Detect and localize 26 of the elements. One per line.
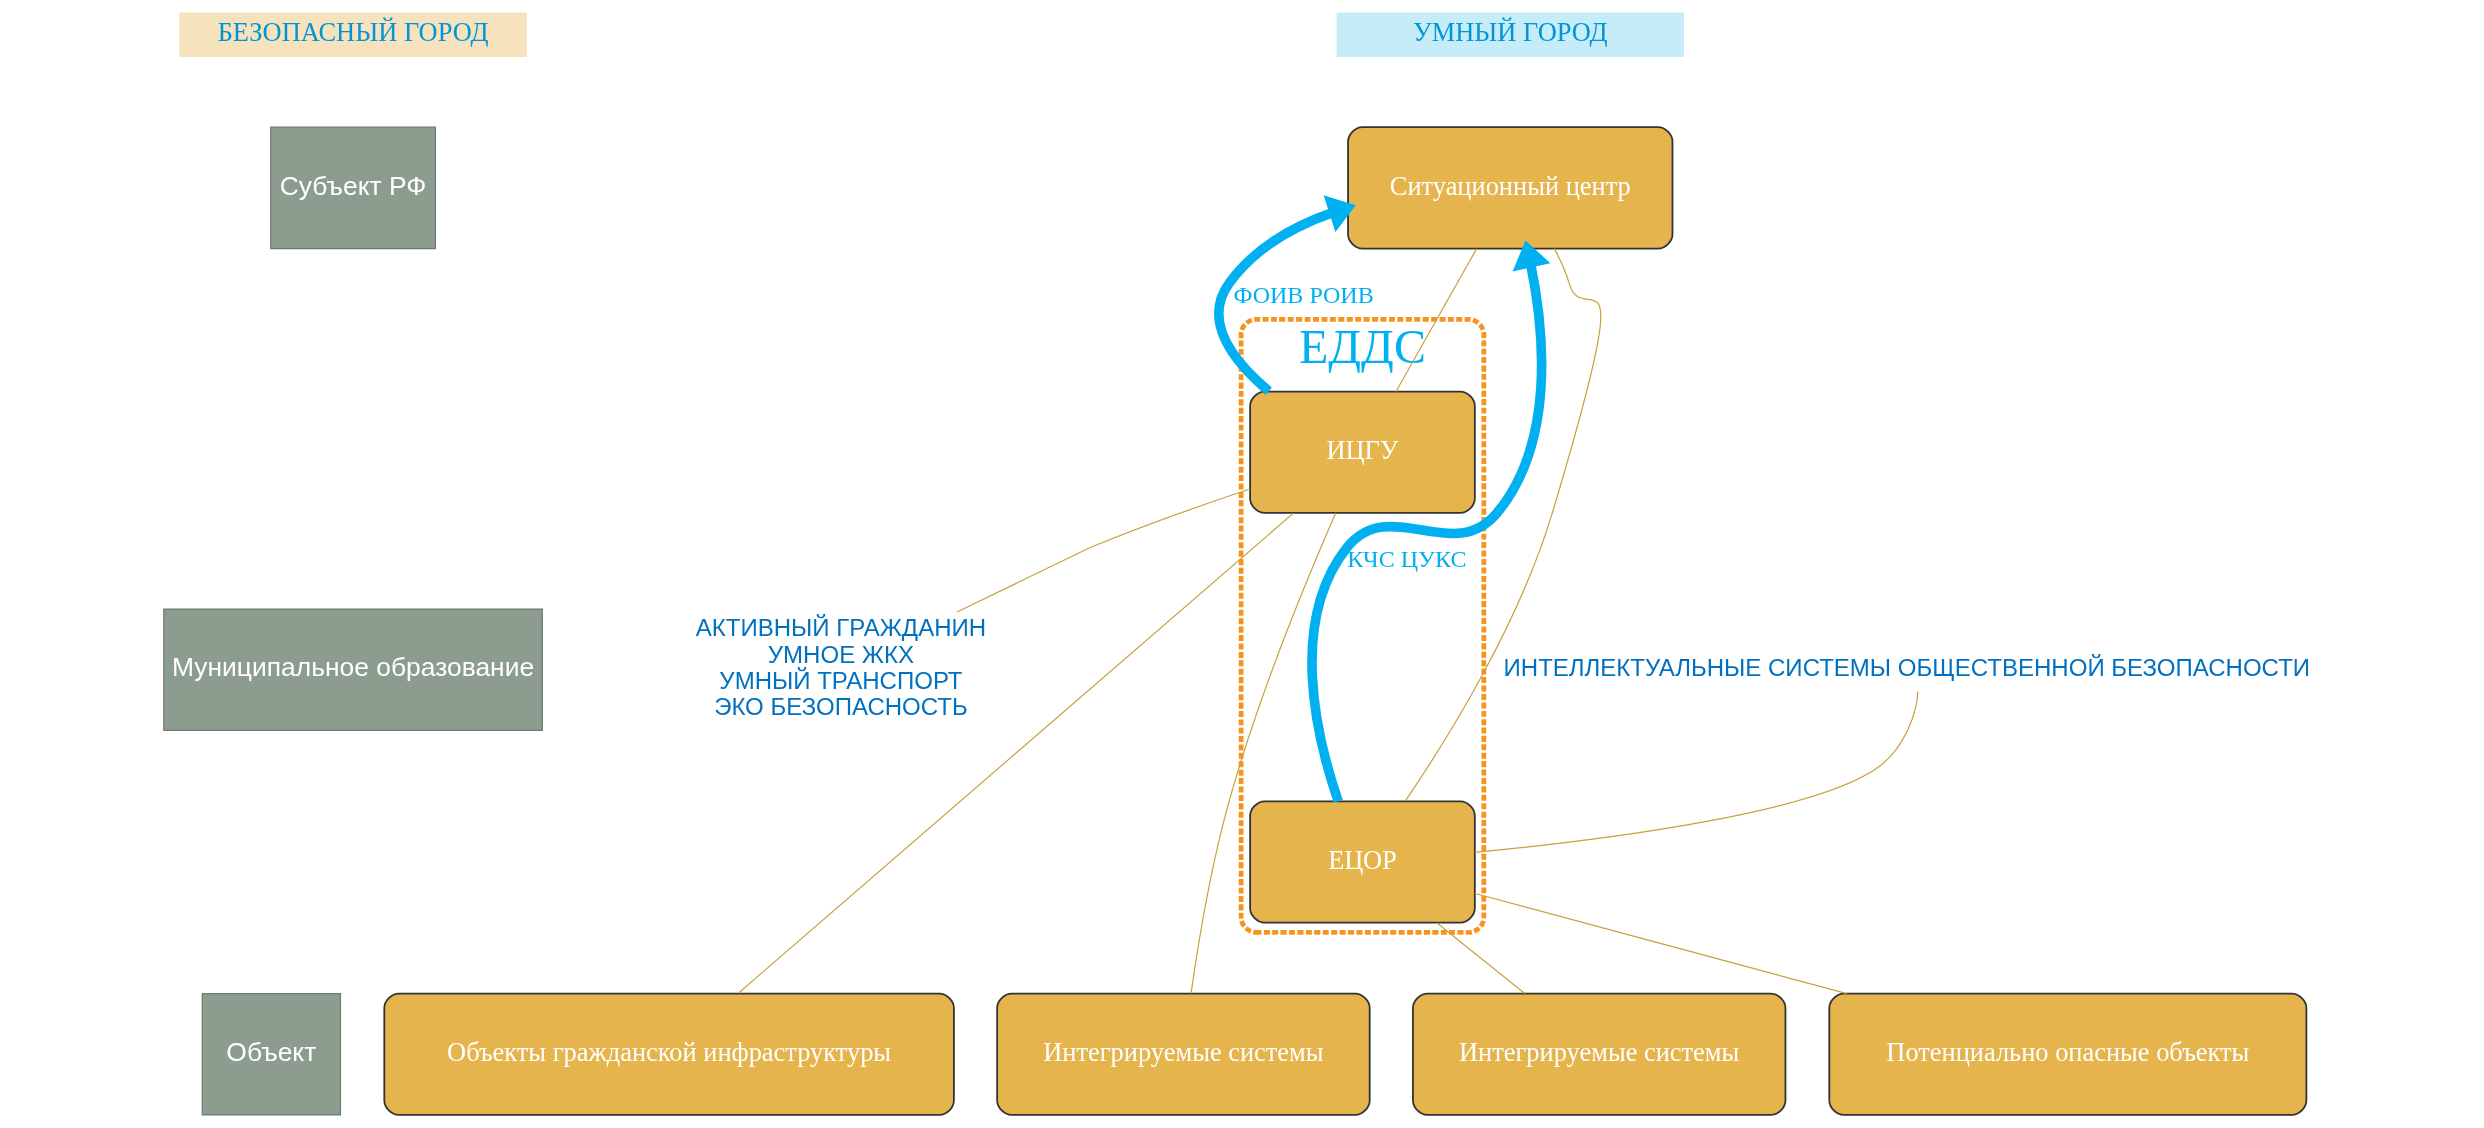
connector (1395, 248, 1478, 393)
connector (1474, 691, 1919, 853)
node-box: Муниципальное образование (163, 608, 543, 732)
node-box: Интегрируемые системы (996, 992, 1371, 1116)
node-box: УМНЫЙ ГОРОД (1336, 12, 1684, 57)
connector (1190, 512, 1337, 994)
connector (1436, 922, 1526, 994)
node-box: БЕЗОПАСНЫЙ ГОРОД (179, 12, 527, 57)
arrow (1214, 195, 1356, 395)
node-text: АКТИВНЫЙ ГРАЖДАНИН УМНОЕ ЖКХ УМНЫЙ ТРАНСПОРТ ЭКО БЕЗОПАСНОСТЬ (695, 614, 987, 721)
node-box: Ситуационный центр (1347, 126, 1674, 250)
node-box: ИЦГУ (1249, 390, 1476, 514)
connector (737, 512, 1295, 994)
arrow (1307, 240, 1551, 803)
node-box: Потенциально опасные объекты (1828, 992, 2308, 1116)
node-box: Объекты гражданской инфраструктуры (383, 992, 955, 1116)
connector (1404, 248, 1602, 802)
edge-label: КЧС ЦУКС (1347, 546, 1467, 572)
node-box: Субъект РФ (270, 126, 436, 250)
edge-label: ФОИВ РОИВ (1233, 281, 1374, 308)
connector (956, 488, 1251, 613)
node-box: Интегрируемые системы (1412, 992, 1787, 1116)
connector (1474, 892, 1848, 995)
node-box: Объект (201, 993, 342, 1116)
node-text: ИНТЕЛЛЕКТУАЛЬНЫЕ СИСТЕМЫ ОБЩЕСТВЕННОЙ БЕЗОПАСНОСТИ (1503, 653, 2311, 681)
node-box: ЕЦОР (1249, 800, 1476, 924)
